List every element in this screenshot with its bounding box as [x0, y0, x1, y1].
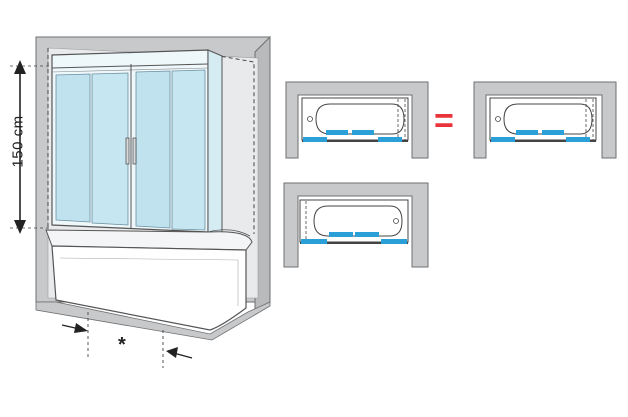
width-dimension-mark: *	[118, 334, 126, 356]
sliding-panel	[303, 137, 327, 142]
sliding-panel	[381, 239, 407, 244]
sliding-panel	[355, 232, 379, 237]
perspective-view	[10, 35, 271, 368]
sliding-panel	[329, 232, 353, 237]
sliding-panel	[566, 137, 590, 142]
bathtub-apron-line	[59, 257, 239, 306]
door-handle	[125, 137, 130, 165]
glass-panel	[91, 72, 129, 226]
top-view-a	[285, 81, 429, 159]
sliding-panel	[352, 130, 374, 135]
tub-basin	[313, 205, 403, 237]
sliding-panel	[378, 137, 402, 142]
wall-outline	[285, 81, 429, 159]
tub-basin	[315, 103, 405, 135]
glass-panel	[171, 69, 206, 231]
tub-basin	[503, 103, 593, 135]
glass-panel	[135, 70, 171, 229]
equals-sign: =	[434, 102, 454, 140]
wall-outline	[473, 81, 617, 159]
top-view-c	[283, 182, 429, 268]
wall-outline	[283, 182, 429, 268]
top-view-b	[473, 81, 617, 159]
bathtub-front	[51, 245, 247, 331]
sliding-panel	[301, 239, 327, 244]
sliding-panel	[542, 130, 564, 135]
dashed-outline-right	[207, 53, 255, 234]
sliding-panel	[326, 130, 348, 135]
sliding-panel	[491, 137, 515, 142]
side-panel	[207, 49, 223, 235]
sliding-panel	[516, 130, 538, 135]
bathtub-rim	[207, 229, 251, 237]
bathtub-top	[45, 229, 253, 251]
glass-panel	[55, 73, 91, 223]
door-handle	[132, 137, 137, 165]
height-dimension-label: 150 cm	[9, 115, 27, 168]
floor	[35, 301, 271, 341]
